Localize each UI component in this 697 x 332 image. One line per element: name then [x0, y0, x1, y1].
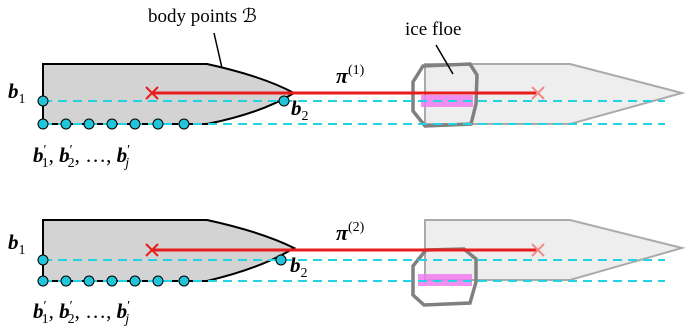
overlap-region	[418, 274, 472, 286]
overlap-region	[421, 95, 473, 107]
point-bprime	[37, 275, 49, 287]
point-bprime	[129, 118, 141, 130]
point-bprime	[178, 118, 190, 130]
pi-symbol: π	[336, 220, 349, 245]
ghost-ship	[424, 219, 686, 281]
point-bprime	[106, 118, 118, 130]
point-bprime	[106, 275, 118, 287]
b2-label: b2	[291, 96, 309, 124]
start-cross	[145, 243, 159, 257]
bprime-list-label: b′1, b′2, …, b′j	[33, 299, 130, 327]
point-b1	[37, 254, 49, 266]
point-bprime	[152, 118, 164, 130]
point-bprime	[129, 275, 141, 287]
point-bprime	[178, 275, 190, 287]
ice-floe-leader	[435, 44, 454, 75]
pi-superscript: (2)	[348, 220, 365, 235]
point-bprime	[152, 275, 164, 287]
body-points-leader	[213, 32, 223, 69]
b1-label: b1	[8, 230, 26, 258]
body-points-annotation: body points ℬ	[148, 6, 257, 27]
panel-1: body points ℬ ice floe π(1) b1 b2 b′1, b…	[8, 6, 686, 171]
ice-floe	[411, 247, 478, 307]
point-bprime	[60, 275, 72, 287]
start-cross	[145, 86, 159, 100]
panel-2: π(2) b1 b2 b′1, b′2, …, b′j	[8, 219, 686, 327]
bprime-points	[37, 118, 190, 130]
pi2-label: π(2)	[336, 220, 365, 245]
ghost-ship	[424, 63, 686, 125]
pi-superscript: (1)	[348, 63, 365, 78]
b2-label: b2	[290, 253, 308, 281]
pi1-label: π(1)	[336, 63, 365, 88]
bprime-list-label: b′1, b′2, …, b′j	[33, 143, 130, 171]
b1-label: b1	[8, 79, 26, 107]
point-bprime	[83, 275, 95, 287]
end-cross	[531, 86, 545, 100]
point-b2	[278, 95, 290, 107]
end-cross	[531, 243, 545, 257]
bprime-points	[37, 275, 190, 287]
point-bprime	[37, 118, 49, 130]
pi-symbol: π	[336, 63, 349, 88]
point-bprime	[83, 118, 95, 130]
ice-floe-annotation: ice floe	[405, 19, 461, 40]
point-b1	[37, 95, 49, 107]
point-bprime	[60, 118, 72, 130]
point-b2	[275, 254, 287, 266]
